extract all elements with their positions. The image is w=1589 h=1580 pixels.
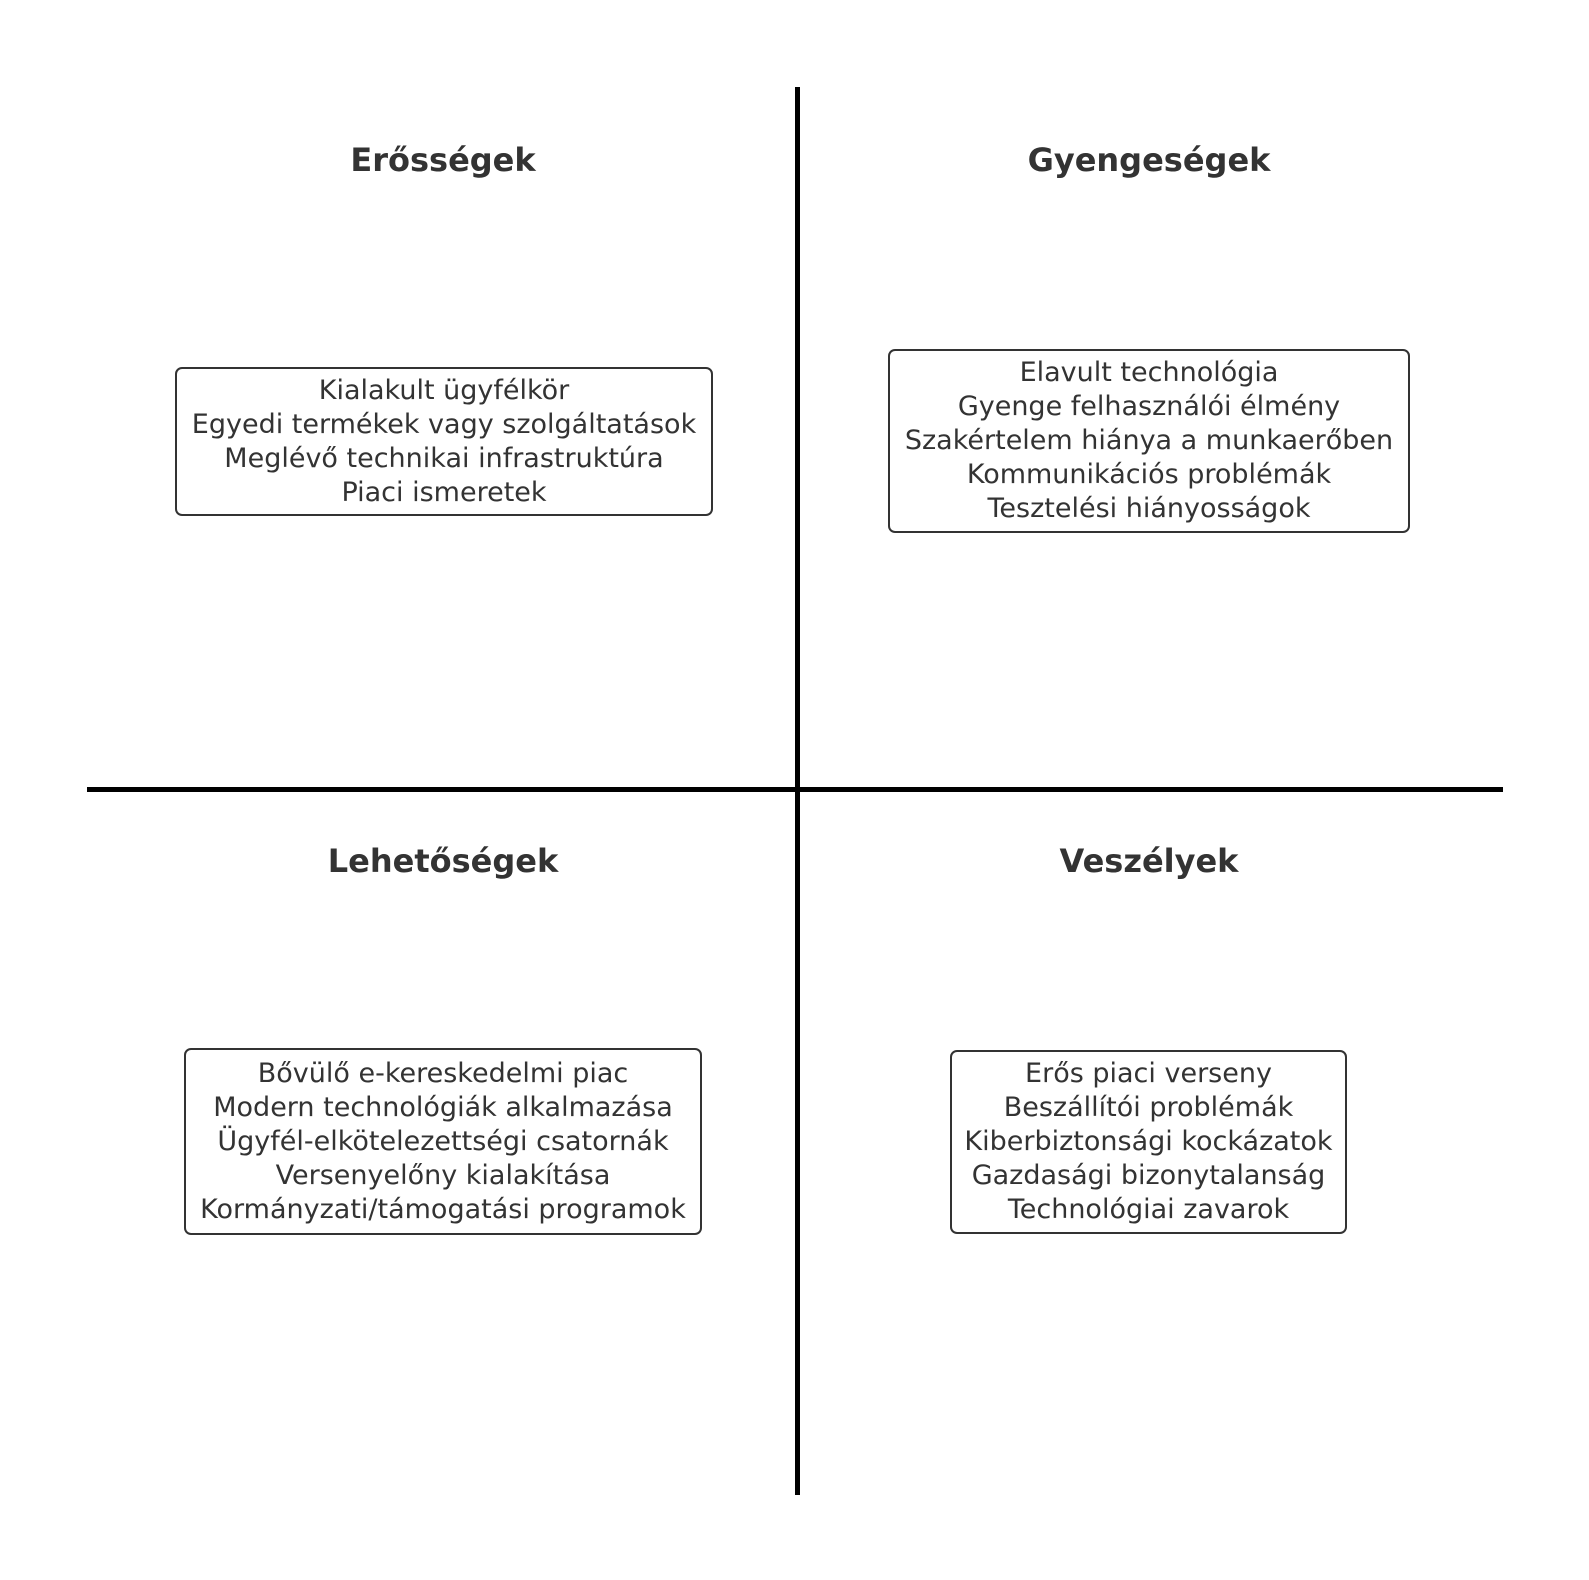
weaknesses-item: Szakértelem hiánya a munkaerőben: [904, 425, 1394, 456]
strengths-title: Erősségek: [350, 141, 536, 179]
opportunities-item: Kormányzati/támogatási programok: [200, 1193, 686, 1225]
threats-item: Technológiai zavarok: [1007, 1194, 1290, 1225]
threats-item: Kiberbiztonsági kockázatok: [964, 1126, 1333, 1157]
opportunities-item: Ügyfél-elkötelezettségi csatornák: [217, 1125, 669, 1157]
strengths-box: Kialakult ügyfélkör Egyedi termékek vagy…: [175, 367, 713, 516]
strengths-item: Egyedi termékek vagy szolgáltatások: [191, 408, 697, 440]
threats-item: Beszállítói problémák: [1003, 1092, 1294, 1123]
threats-item: Erős piaci verseny: [1025, 1058, 1272, 1089]
opportunities-title: Lehetőségek: [327, 842, 559, 880]
threats-box: Erős piaci verseny Beszállítói problémák…: [950, 1050, 1347, 1234]
weaknesses-box: Elavult technológia Gyenge felhasználói …: [888, 349, 1410, 533]
weaknesses-item: Kommunikációs problémák: [966, 459, 1332, 490]
weaknesses-title: Gyengeségek: [1027, 141, 1271, 179]
opportunities-box: Bővülő e-kereskedelmi piac Modern techno…: [184, 1048, 702, 1235]
opportunities-item: Versenyelőny kialakítása: [275, 1159, 611, 1191]
weaknesses-item: Elavult technológia: [1019, 357, 1279, 388]
opportunities-item: Modern technológiák alkalmazása: [213, 1091, 673, 1123]
weaknesses-item: Tesztelési hiányosságok: [987, 493, 1311, 524]
strengths-item: Piaci ismeretek: [341, 476, 547, 508]
strengths-item: Meglévő technikai infrastruktúra: [224, 442, 664, 474]
opportunities-item: Bővülő e-kereskedelmi piac: [257, 1057, 629, 1089]
horizontal-divider: [87, 787, 1503, 792]
weaknesses-item: Gyenge felhasználói élmény: [957, 391, 1341, 422]
threats-title: Veszélyek: [1059, 842, 1239, 880]
strengths-item: Kialakult ügyfélkör: [318, 374, 570, 406]
threats-item: Gazdasági bizonytalanság: [971, 1160, 1326, 1191]
